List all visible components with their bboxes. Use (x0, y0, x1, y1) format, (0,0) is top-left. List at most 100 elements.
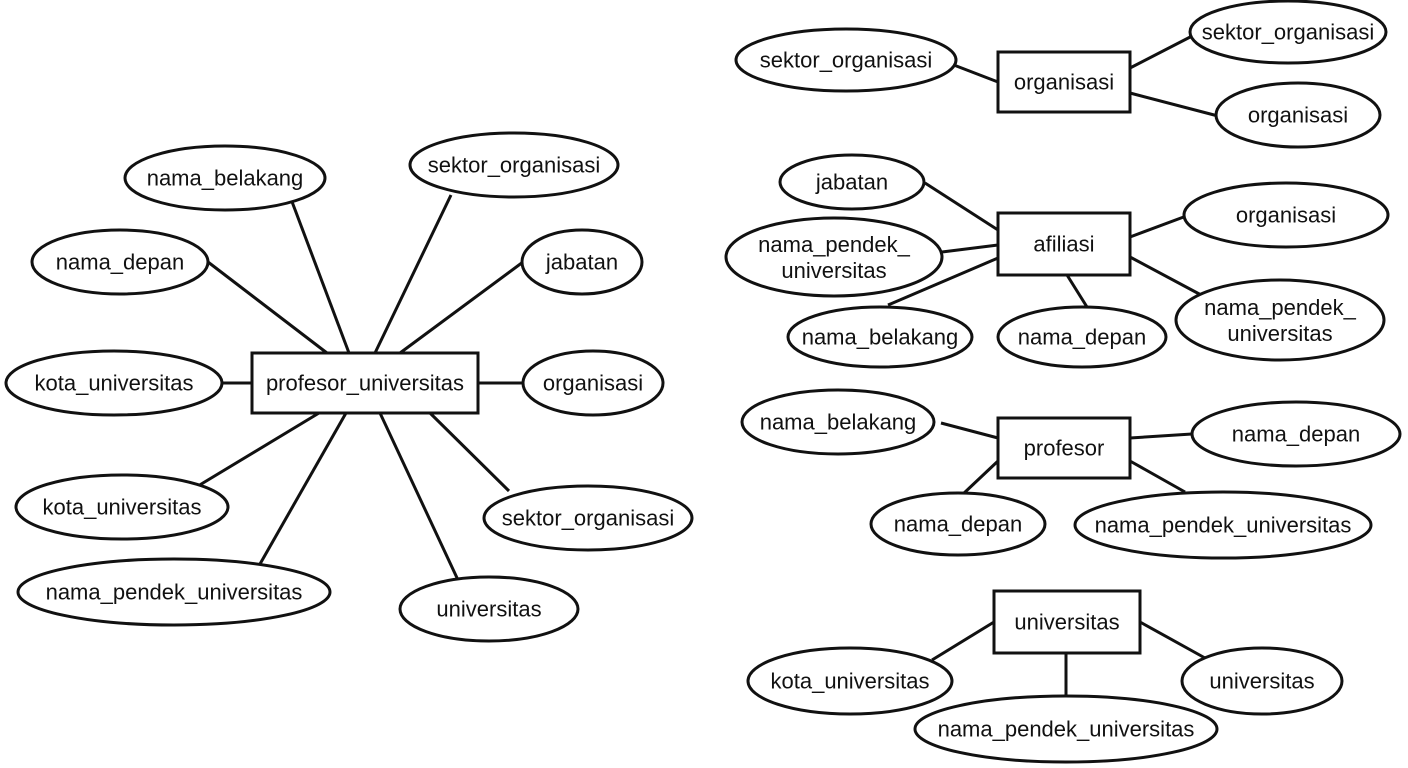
entity-group-afiliasi: jabatan organisasi nama_pendek_universitas… (724, 153, 1390, 369)
attribute-organisasi[interactable]: organisasi (1214, 81, 1382, 149)
attribute-ellipse[interactable] (913, 694, 1219, 764)
entity-box[interactable] (996, 416, 1132, 480)
connector-line (887, 256, 999, 307)
attribute-sektor-organisasi[interactable]: sektor_organisasi (734, 27, 958, 93)
attribute-ellipse[interactable] (398, 575, 580, 643)
attribute-ellipse[interactable] (746, 646, 954, 716)
attribute-kota-universitas[interactable]: kota_universitas (4, 349, 224, 417)
attribute-label: nama_belakang (802, 325, 959, 350)
attribute-label: nama_pendek_universitas (1204, 295, 1356, 346)
attribute-sektor-organisasi[interactable]: sektor_organisasi (408, 131, 620, 199)
connector-line (1129, 32, 1197, 70)
attribute-nama-pendek-universitas[interactable]: nama_pendek_universitas (16, 557, 332, 627)
attribute-label: nama_pendek_universitas (1095, 513, 1352, 538)
attribute-label: nama_belakang (147, 166, 304, 191)
attribute-nama-belakang[interactable]: nama_belakang (786, 305, 974, 369)
attribute-ellipse[interactable] (734, 27, 958, 93)
entity-group-organisasi: sektor_organisasi sektor_organisasiorgani… (734, 0, 1388, 149)
shapes: nama_belakang sektor_organisasi nama_depan… (4, 0, 1402, 764)
attribute-ellipse[interactable] (740, 388, 936, 456)
attribute-nama-pendek-universitas[interactable]: nama_pendek_universitas (724, 216, 944, 298)
attribute-ellipse[interactable] (1182, 181, 1390, 249)
attribute-universitas[interactable]: universitas (398, 575, 580, 643)
attribute-nama-belakang[interactable]: nama_belakang (740, 388, 936, 456)
connector-line (258, 412, 348, 565)
entity-box[interactable] (250, 351, 480, 415)
attribute-label: kota_universitas (771, 669, 930, 694)
attribute-ellipse[interactable] (482, 484, 694, 552)
attribute-label: nama_belakang (760, 410, 917, 435)
attribute-ellipse[interactable] (724, 216, 944, 298)
attribute-nama-depan[interactable]: nama_depan (1190, 400, 1402, 468)
attribute-nama-depan[interactable]: nama_depan (30, 228, 210, 296)
entity-group-profesor-universitas: nama_belakang sektor_organisasi nama_depan… (4, 131, 694, 643)
attribute-ellipse[interactable] (123, 144, 327, 212)
attribute-ellipse[interactable] (408, 131, 620, 199)
attribute-label: sektor_organisasi (428, 153, 600, 178)
connector-line (941, 243, 999, 254)
attribute-label: nama_pendek_universitas (758, 232, 910, 283)
attribute-universitas[interactable]: universitas (1180, 646, 1344, 716)
attribute-ellipse[interactable] (30, 228, 210, 296)
connector-line (373, 194, 453, 354)
attribute-kota-universitas[interactable]: kota_universitas (14, 473, 230, 541)
attribute-label: organisasi (543, 371, 643, 396)
attribute-nama-pendek-universitas[interactable]: nama_pendek_universitas (1174, 278, 1386, 362)
attribute-nama-depan[interactable]: nama_depan (996, 305, 1168, 369)
entity-box[interactable] (996, 50, 1132, 114)
attribute-nama-pendek-universitas[interactable]: nama_pendek_universitas (1073, 490, 1373, 560)
attribute-organisasi[interactable]: organisasi (1182, 181, 1390, 249)
entity-afiliasi[interactable]: afiliasi (996, 211, 1132, 277)
attribute-ellipse[interactable] (1073, 490, 1373, 560)
attribute-ellipse[interactable] (996, 305, 1168, 369)
attribute-ellipse[interactable] (1174, 278, 1386, 362)
attribute-label: kota_universitas (43, 495, 202, 520)
entity-label: organisasi (1014, 70, 1114, 95)
attribute-ellipse[interactable] (1190, 400, 1402, 468)
attribute-kota-universitas[interactable]: kota_universitas (746, 646, 954, 716)
attribute-label: nama_depan (1018, 325, 1146, 350)
connector-line (197, 411, 320, 488)
attribute-label: nama_pendek_universitas (46, 580, 303, 605)
connector-line (399, 260, 524, 355)
connector-line (1129, 255, 1204, 298)
attribute-nama-belakang[interactable]: nama_belakang (123, 144, 327, 212)
attribute-ellipse[interactable] (778, 153, 926, 211)
attribute-ellipse[interactable] (520, 228, 644, 296)
entity-universitas[interactable]: universitas (992, 589, 1142, 655)
attribute-label: jabatan (815, 170, 888, 195)
attribute-jabatan[interactable]: jabatan (778, 153, 926, 211)
attribute-ellipse[interactable] (1214, 81, 1382, 149)
connector-line (207, 260, 328, 355)
connector-line (1065, 274, 1089, 308)
attribute-sektor-organisasi[interactable]: sektor_organisasi (1188, 0, 1388, 65)
entity-organisasi[interactable]: organisasi (996, 50, 1132, 114)
attribute-ellipse[interactable] (1180, 646, 1344, 716)
attribute-ellipse[interactable] (4, 349, 224, 417)
connector-line (940, 421, 999, 440)
attribute-ellipse[interactable] (14, 473, 230, 541)
attribute-ellipse[interactable] (869, 491, 1047, 557)
entity-box[interactable] (996, 211, 1132, 277)
attribute-sektor-organisasi[interactable]: sektor_organisasi (482, 484, 694, 552)
entity-profesor-universitas[interactable]: profesor_universitas (250, 351, 480, 415)
attribute-ellipse[interactable] (16, 557, 332, 627)
entity-box[interactable] (992, 589, 1142, 655)
connector-line (289, 198, 351, 354)
entity-profesor[interactable]: profesor (996, 416, 1132, 480)
attribute-nama-depan[interactable]: nama_depan (869, 491, 1047, 557)
attribute-ellipse[interactable] (521, 349, 665, 417)
attribute-organisasi[interactable]: organisasi (521, 349, 665, 417)
attribute-label: sektor_organisasi (502, 506, 674, 531)
attribute-label: kota_universitas (35, 371, 194, 396)
connector-line (924, 181, 999, 232)
entity-label: profesor_universitas (266, 371, 464, 396)
attribute-label: sektor_organisasi (760, 48, 932, 73)
attribute-jabatan[interactable]: jabatan (520, 228, 644, 296)
attribute-ellipse[interactable] (1188, 0, 1388, 65)
connector-line (1139, 620, 1206, 660)
attribute-ellipse[interactable] (786, 305, 974, 369)
connector-line (931, 620, 995, 662)
attribute-nama-pendek-universitas[interactable]: nama_pendek_universitas (913, 694, 1219, 764)
attribute-label: universitas (436, 597, 541, 622)
